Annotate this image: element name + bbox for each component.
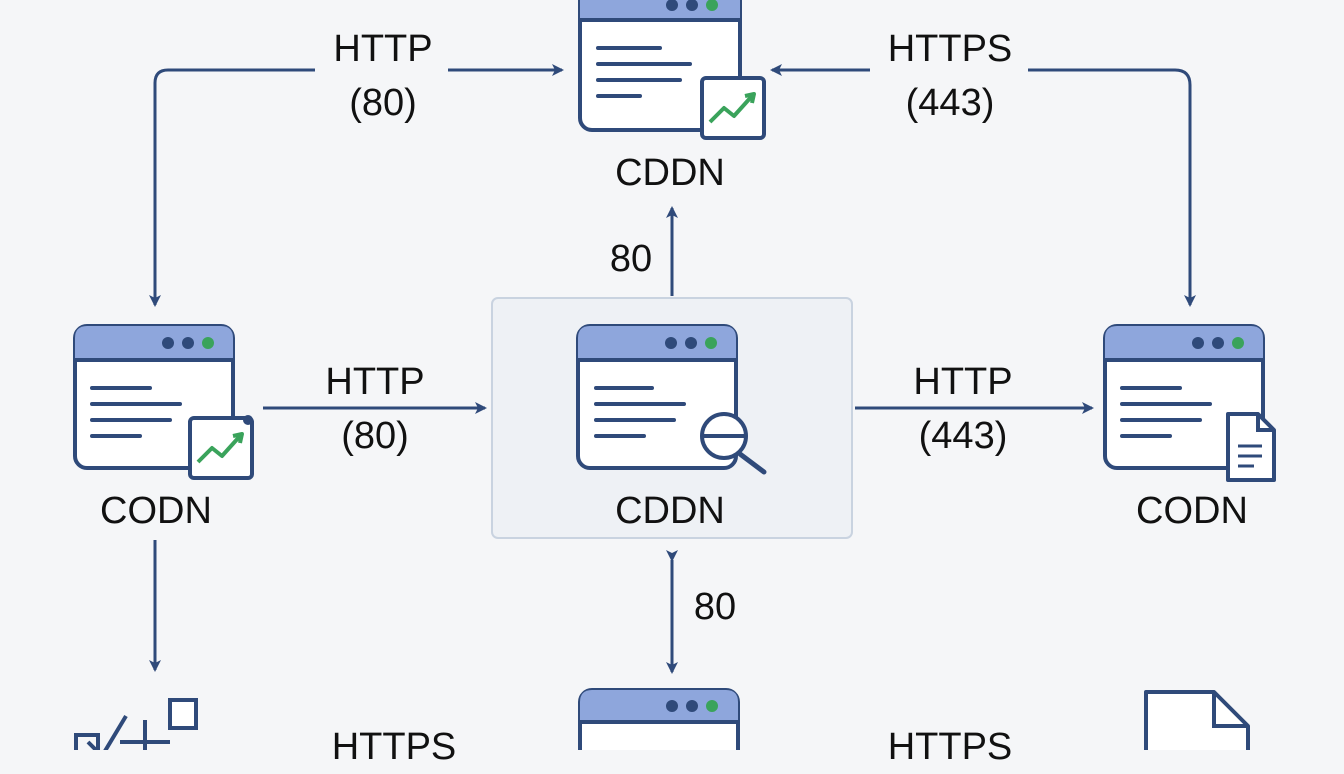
edge-label-line1: 80 [693,586,737,628]
node-center-window[interactable] [576,324,738,470]
edge-left-to-top-vertical [149,68,315,307]
node-left-label: CODN [100,490,212,532]
node-center-search-badge-icon [700,412,767,475]
edge-label-line1: HTTPS [331,726,457,768]
edge-left-to-top-label: HTTP (80) [318,22,448,130]
edge-label-line2: (80) [349,82,417,124]
node-top-chart-badge-icon [700,76,766,140]
edge-label-line1: HTTPS [887,726,1013,768]
node-center-label: CDDN [615,490,725,532]
diagram: HTTP (80) HTTPS (443) 80 HTTP (80) HTTP … [73,0,1276,774]
edge-center-to-top-label: 80 [596,232,666,286]
node-top-label: CDDN [615,152,725,194]
node-top-window[interactable] [578,0,742,132]
edge-bottom-left-label: HTTPS [316,720,472,774]
edge-center-to-right-label: HTTP (443) [898,355,1028,463]
edge-label-line2: (443) [918,415,1008,457]
node-bottom-window[interactable] [578,688,740,774]
node-right-label: CODN [1136,490,1248,532]
bottom-left-checklist-icon [74,698,198,760]
node-left-chart-badge-icon [188,415,254,480]
edge-label-line1: 80 [609,238,653,280]
edge-right-to-top-label: HTTPS (443) [872,22,1028,130]
edge-label-line1: HTTP [333,28,433,70]
bottom-right-document-icon [1144,690,1250,774]
edge-label-line1: HTTP [913,361,1013,403]
node-right-window[interactable] [1103,324,1265,470]
edge-label-line1: HTTPS [887,28,1013,70]
edge-center-bottom-label: 80 [680,580,750,634]
edge-label-line2: (443) [905,82,995,124]
edge-bottom-right-label: HTTPS [872,720,1028,774]
diagram-canvas [73,0,1276,774]
edge-label-line2: (80) [341,415,409,457]
node-right-document-badge-icon [1226,412,1276,482]
edge-right-to-top-vertical [1028,68,1196,307]
edge-label-line1: HTTP [325,361,425,403]
edge-left-to-center-label: HTTP (80) [310,355,440,463]
